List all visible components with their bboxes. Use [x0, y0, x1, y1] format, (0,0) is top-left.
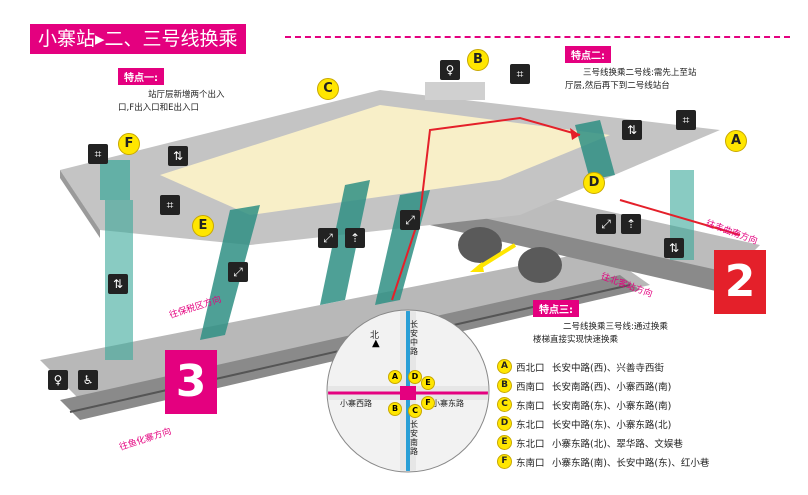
- transfer-route-3to2: [391, 116, 581, 301]
- escalator-icon: ⤢: [318, 228, 338, 248]
- ticket-machine-icon: ⌗: [88, 144, 108, 164]
- legend-badge: D: [497, 416, 512, 431]
- legend-exit-name: 西北口: [516, 362, 545, 374]
- location-map: [326, 309, 490, 473]
- stairs-icon: ⇡: [345, 228, 365, 248]
- legend-exit-desc: 长安中路(西)、兴善寺西街: [552, 362, 664, 374]
- road-xiaozhai-east: 小寨东路: [432, 399, 464, 408]
- feature-one: 特点一: 站厅层新增两个出入 口,F出入口和E出入口: [118, 66, 225, 115]
- legend-badge: A: [497, 359, 512, 374]
- legend-exit-name: 东南口: [516, 400, 545, 412]
- escalator-icon: ⤢: [596, 214, 616, 234]
- map-exit-d: D: [408, 370, 422, 384]
- map-exit-e: E: [421, 376, 435, 390]
- north-arrow-icon: ▲: [372, 338, 380, 349]
- legend-exit-name: 西南口: [516, 381, 545, 393]
- legend-exit-desc: 小寨东路(北)、翠华路、文娱巷: [552, 438, 683, 450]
- legend-row: C 东南口 长安南路(东)、小寨东路(南): [497, 395, 709, 414]
- tunnel: [458, 227, 502, 263]
- line3-number: 3: [165, 350, 217, 414]
- feature-two-label: 特点二:: [565, 46, 611, 63]
- transfer-route-2to3: [476, 243, 517, 270]
- escalator-icon: ⤢: [228, 262, 248, 282]
- feature-two: 特点二: 三号线换乘二号线:需先上至站 厅层,然后再下到二号线站台: [565, 44, 696, 93]
- map-exit-b: B: [388, 402, 402, 416]
- exit-badge-c[interactable]: C: [317, 78, 339, 100]
- legend-row: F 东南口 小寨东路(南)、长安中路(东)、红小巷: [497, 452, 709, 471]
- feature-one-line2: 口,F出入口和E出入口: [118, 103, 199, 113]
- restroom-icon: ♀: [440, 60, 460, 80]
- exit-badge-a[interactable]: A: [725, 130, 747, 152]
- page-title: 小寨站▸二、三号线换乘: [30, 24, 246, 54]
- legend-exit-desc: 长安南路(西)、小寨西路(南): [552, 381, 672, 393]
- map-exit-f: F: [421, 396, 435, 410]
- road-xiaozhai-west: 小寨西路: [340, 399, 372, 408]
- feature-one-line1: 站厅层新增两个出入: [148, 90, 225, 100]
- wheelchair-icon: ♿: [78, 370, 98, 390]
- escalator-icon: ⤢: [400, 210, 420, 230]
- feature-one-label: 特点一:: [118, 68, 164, 85]
- legend-exit-name: 东北口: [516, 419, 545, 431]
- elevator-icon: ⇅: [108, 274, 128, 294]
- legend-exit-desc: 小寨东路(南)、长安中路(东)、红小巷: [552, 457, 710, 469]
- elevator-icon: ⇅: [168, 146, 188, 166]
- legend-row: E 东北口 小寨东路(北)、翠华路、文娱巷: [497, 433, 709, 452]
- feature-three: 特点三: 二号线换乘三号线:通过换乘 楼梯直接实现快速换乘: [533, 298, 668, 347]
- restroom-icon: ♀: [48, 370, 68, 390]
- legend-badge: B: [497, 378, 512, 393]
- legend-exit-name: 东南口: [516, 457, 545, 469]
- elevator-icon: ⇅: [664, 238, 684, 258]
- ticket-machine-icon: ⌗: [510, 64, 530, 84]
- legend-badge: F: [497, 454, 512, 469]
- road-changan-north: 长安中路: [410, 320, 418, 356]
- legend-exit-name: 东北口: [516, 438, 545, 450]
- elevator-icon: ⇅: [622, 120, 642, 140]
- legend-row: D 东北口 长安中路(东)、小寨东路(北): [497, 414, 709, 433]
- legend-exit-desc: 长安中路(东)、小寨东路(北): [552, 419, 672, 431]
- exit-badge-b[interactable]: B: [467, 49, 489, 71]
- stairs-icon: ⇡: [621, 214, 641, 234]
- legend-row: B 西南口 长安南路(西)、小寨西路(南): [497, 376, 709, 395]
- feature-two-line2: 厅层,然后再下到二号线站台: [565, 81, 670, 91]
- ticket-machine-icon: ⌗: [160, 195, 180, 215]
- feature-three-line1: 二号线换乘三号线:通过换乘: [563, 322, 668, 332]
- feature-three-line2: 楼梯直接实现快速换乘: [533, 335, 619, 345]
- exit-badge-f[interactable]: F: [118, 133, 140, 155]
- legend-row: A 西北口 长安中路(西)、兴善寺西街: [497, 357, 709, 376]
- exit-badge-d[interactable]: D: [583, 172, 605, 194]
- map-exit-a: A: [388, 370, 402, 384]
- exit-badge-e[interactable]: E: [192, 215, 214, 237]
- title-divider: [285, 36, 790, 38]
- exit-legend: A 西北口 长安中路(西)、兴善寺西街 B 西南口 长安南路(西)、小寨西路(南…: [497, 357, 709, 471]
- legend-exit-desc: 长安南路(东)、小寨东路(南): [552, 400, 672, 412]
- feature-three-label: 特点三:: [533, 300, 579, 317]
- legend-badge: C: [497, 397, 512, 412]
- line2-number: 2: [714, 250, 766, 314]
- compass-north: 北: [370, 331, 380, 341]
- ticket-machine-icon: ⌗: [676, 110, 696, 130]
- map-exit-c: C: [408, 404, 422, 418]
- legend-badge: E: [497, 435, 512, 450]
- road-changan-south: 长安南路: [410, 420, 418, 456]
- feature-two-line1: 三号线换乘二号线:需先上至站: [583, 68, 697, 78]
